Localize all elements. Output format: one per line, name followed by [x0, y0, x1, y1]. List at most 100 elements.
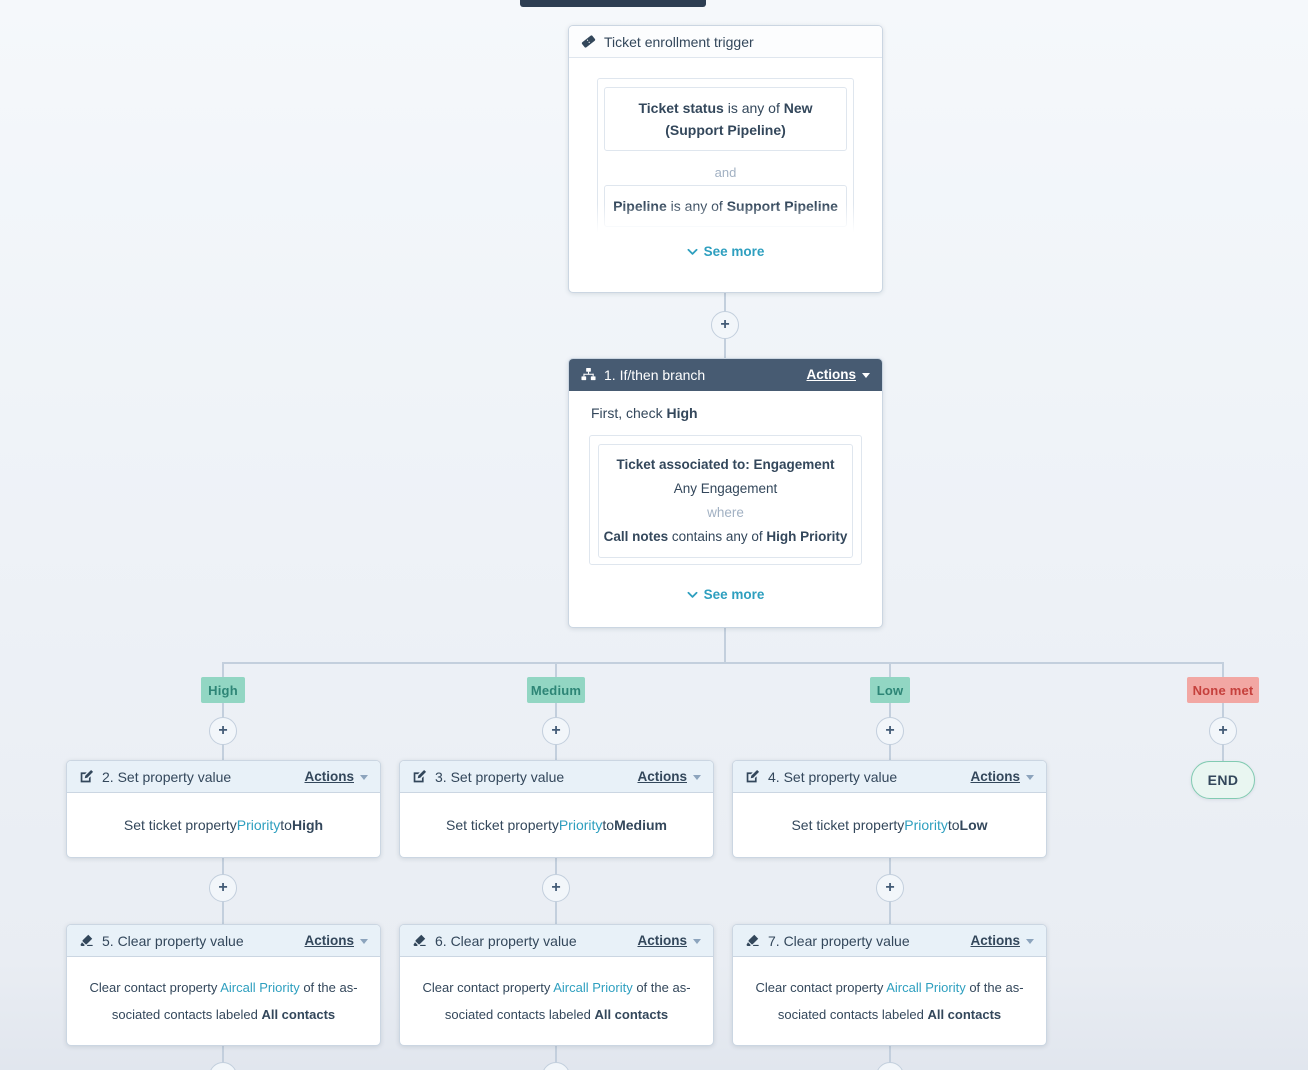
criteria-any-engagement: Any Engagement — [673, 481, 778, 496]
criteria-association: Ticket associated to: Engagement — [616, 457, 835, 472]
connector-line — [724, 628, 726, 664]
caret-down-icon — [1026, 774, 1034, 780]
connector-line — [222, 1046, 224, 1070]
node-header: 5. Clear property value Actions — [67, 925, 380, 957]
plus-icon: + — [551, 879, 561, 896]
body-line-2: sociated contacts labeled All contacts — [778, 1001, 1001, 1028]
caret-down-icon — [693, 774, 701, 780]
connector-line — [889, 662, 891, 678]
body-suffix: of the as- — [632, 980, 691, 995]
node-title: 6. Clear property value — [435, 932, 577, 949]
connector-line — [555, 1046, 557, 1070]
chevron-down-icon — [687, 244, 698, 259]
trigger-node-header: Ticket enrollment trigger — [569, 26, 882, 58]
connector-line — [222, 662, 1224, 664]
clear-property-node-5[interactable]: 5. Clear property value Actions Clear co… — [66, 924, 381, 1046]
criteria-operator: contains any of — [668, 529, 767, 544]
connector-line — [222, 662, 224, 678]
add-action-button[interactable]: + — [876, 874, 904, 902]
first-check-prefix: First, check — [591, 405, 667, 421]
actions-label: Actions — [806, 367, 856, 382]
property-link: Priority — [558, 817, 603, 833]
eraser-icon — [412, 933, 427, 948]
body-line-1: Clear contact property Aircall Priority … — [89, 974, 357, 1001]
end-terminal: END — [1191, 761, 1255, 799]
connector-line — [1222, 662, 1224, 678]
actions-dropdown[interactable]: Actions — [970, 769, 1034, 784]
caret-down-icon — [360, 938, 368, 944]
top-partial-element — [520, 0, 706, 7]
add-action-button[interactable]: + — [542, 1062, 570, 1070]
node-body-text: Clear contact property Aircall Priority … — [400, 957, 713, 1045]
plus-icon: + — [885, 879, 895, 896]
set-property-node-2[interactable]: 2. Set property value Actions Set ticket… — [66, 760, 381, 858]
edit-icon — [412, 769, 427, 784]
set-property-node-4[interactable]: 4. Set property value Actions Set ticket… — [732, 760, 1047, 858]
body-prefix: Set ticket property — [791, 817, 905, 833]
node-body-text: Clear contact property Aircall Priority … — [67, 957, 380, 1045]
if-then-branch-node[interactable]: 1. If/then branch Actions First, check H… — [568, 358, 883, 628]
branch-criteria-card: Ticket associated to: Engagement Any Eng… — [598, 444, 853, 558]
actions-dropdown[interactable]: Actions — [970, 933, 1034, 948]
body-prefix: sociated contacts labeled — [444, 1007, 595, 1022]
actions-label: Actions — [970, 933, 1020, 948]
criteria-call-notes: Call notes contains any of High Priority — [599, 525, 852, 549]
ticket-icon — [581, 34, 596, 49]
actions-dropdown[interactable]: Actions — [637, 933, 701, 948]
add-action-button[interactable]: + — [1209, 717, 1237, 745]
add-action-button[interactable]: + — [209, 717, 237, 745]
property-value: High — [291, 817, 324, 833]
see-more-link[interactable]: See more — [569, 244, 882, 259]
property-link: Priority — [236, 817, 281, 833]
actions-dropdown[interactable]: Actions — [806, 367, 870, 382]
body-line-2: sociated contacts labeled All contacts — [112, 1001, 335, 1028]
property-link: Aircall Priority — [220, 980, 300, 995]
body-mid: to — [602, 817, 615, 833]
body-mid: to — [280, 817, 292, 833]
node-body-text: Set ticket property Priority to High — [67, 793, 380, 857]
actions-label: Actions — [304, 769, 354, 784]
actions-label: Actions — [304, 933, 354, 948]
connector-line — [889, 1046, 891, 1070]
node-header: 3. Set property value Actions — [400, 761, 713, 793]
property-link: Priority — [904, 817, 948, 833]
actions-dropdown[interactable]: Actions — [304, 769, 368, 784]
edit-icon — [745, 769, 760, 784]
node-title: 5. Clear property value — [102, 932, 244, 949]
eraser-icon — [745, 933, 760, 948]
property-value: Medium — [614, 817, 667, 833]
plus-icon: + — [551, 722, 561, 739]
trigger-node[interactable]: Ticket enrollment trigger Ticket status … — [568, 25, 883, 293]
body-mid: to — [947, 817, 960, 833]
connector-line — [555, 662, 557, 678]
association-label: All contacts — [261, 1007, 336, 1022]
add-action-button[interactable]: + — [209, 1062, 237, 1070]
actions-dropdown[interactable]: Actions — [304, 933, 368, 948]
body-prefix: Set ticket property — [446, 817, 559, 833]
see-more-label: See more — [703, 244, 765, 259]
body-prefix: sociated contacts labeled — [111, 1007, 262, 1022]
body-line-1: Clear contact property Aircall Priority … — [422, 974, 690, 1001]
add-action-button[interactable]: + — [542, 874, 570, 902]
node-header: 2. Set property value Actions — [67, 761, 380, 793]
clear-property-node-6[interactable]: 6. Clear property value Actions Clear co… — [399, 924, 714, 1046]
association-label: All contacts — [927, 1007, 1002, 1022]
add-action-button[interactable]: + — [876, 717, 904, 745]
add-action-button[interactable]: + — [711, 311, 739, 339]
edit-icon — [79, 769, 94, 784]
body-prefix: sociated contacts labeled — [777, 1007, 928, 1022]
body-line-2: sociated contacts labeled All contacts — [445, 1001, 668, 1028]
see-more-link[interactable]: See more — [569, 587, 882, 602]
actions-dropdown[interactable]: Actions — [637, 769, 701, 784]
set-property-node-3[interactable]: 3. Set property value Actions Set ticket… — [399, 760, 714, 858]
clear-property-node-7[interactable]: 7. Clear property value Actions Clear co… — [732, 924, 1047, 1046]
add-action-button[interactable]: + — [876, 1062, 904, 1070]
body-line-1: Clear contact property Aircall Priority … — [755, 974, 1023, 1001]
add-action-button[interactable]: + — [209, 874, 237, 902]
association-label: All contacts — [594, 1007, 669, 1022]
criteria-value: New (Support Pipeline) — [665, 100, 813, 138]
add-action-button[interactable]: + — [542, 717, 570, 745]
node-title: 7. Clear property value — [768, 932, 910, 949]
fade-overlay — [595, 204, 856, 240]
